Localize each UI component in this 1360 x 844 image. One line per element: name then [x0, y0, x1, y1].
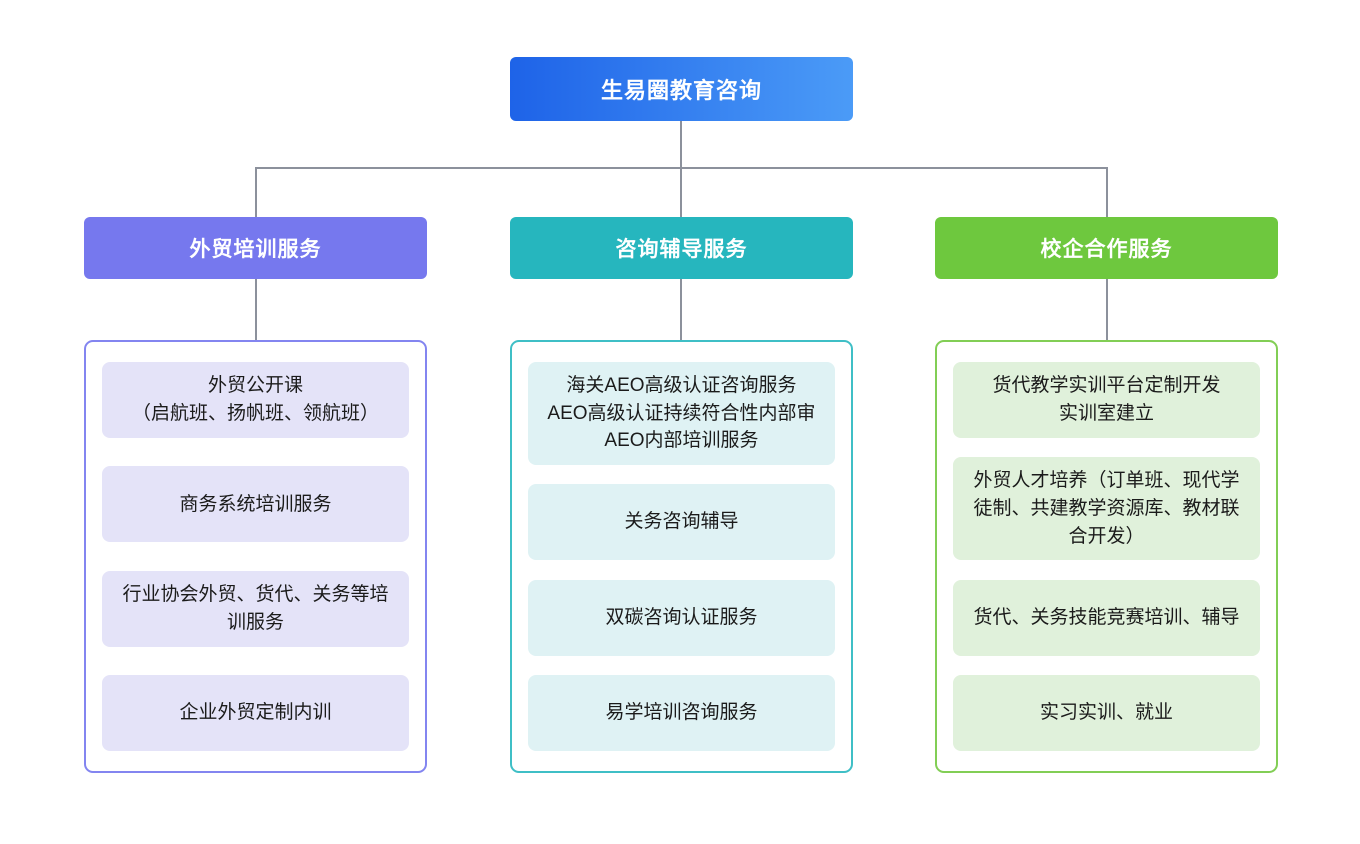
connector-root-to-mid	[680, 121, 682, 217]
service-item: 关务咨询辅导	[528, 484, 835, 561]
service-item: 外贸公开课 （启航班、扬帆班、领航班）	[102, 362, 409, 438]
root-node: 生易圈教育咨询	[510, 57, 853, 121]
connector-horizontal-rail	[255, 167, 1107, 169]
connector-rail-to-left-header	[255, 167, 257, 218]
service-item: 实习实训、就业	[953, 675, 1260, 751]
service-item: 易学培训咨询服务	[528, 675, 835, 751]
branch-header-foreign-trade-training: 外贸培训服务	[84, 217, 427, 279]
service-item: 外贸人才培养（订单班、现代学徒制、共建教学资源库、教材联合开发）	[953, 457, 1260, 561]
service-item: 企业外贸定制内训	[102, 674, 409, 751]
service-item: 行业协会外贸、货代、关务等培训服务	[102, 570, 409, 647]
branch-header-label: 咨询辅导服务	[615, 238, 748, 261]
branch-header-school-enterprise: 校企合作服务	[935, 217, 1278, 279]
connector-left-header-to-box	[255, 279, 257, 341]
service-item: 货代教学实训平台定制开发 实训室建立	[953, 362, 1260, 438]
service-item: 货代、关务技能竞赛培训、辅导	[953, 579, 1260, 656]
branch-header-label: 外贸培训服务	[189, 238, 322, 261]
branch-container-consulting-coaching: 海关AEO高级认证咨询服务 AEO高级认证持续符合性内部审 AEO内部培训服务 …	[510, 340, 853, 773]
branch-header-label: 校企合作服务	[1040, 238, 1173, 261]
branch-container-foreign-trade-training: 外贸公开课 （启航班、扬帆班、领航班） 商务系统培训服务 行业协会外贸、货代、关…	[84, 340, 427, 773]
connector-rail-to-right-header	[1106, 167, 1108, 218]
connector-right-header-to-box	[1106, 279, 1108, 341]
connector-mid-header-to-box	[680, 279, 682, 341]
branch-header-consulting-coaching: 咨询辅导服务	[510, 217, 853, 279]
service-item: 商务系统培训服务	[102, 466, 409, 543]
branch-container-school-enterprise: 货代教学实训平台定制开发 实训室建立 外贸人才培养（订单班、现代学徒制、共建教学…	[935, 340, 1278, 773]
root-node-label: 生易圈教育咨询	[600, 78, 762, 103]
service-item: 海关AEO高级认证咨询服务 AEO高级认证持续符合性内部审 AEO内部培训服务	[528, 362, 835, 465]
service-item: 双碳咨询认证服务	[528, 579, 835, 656]
